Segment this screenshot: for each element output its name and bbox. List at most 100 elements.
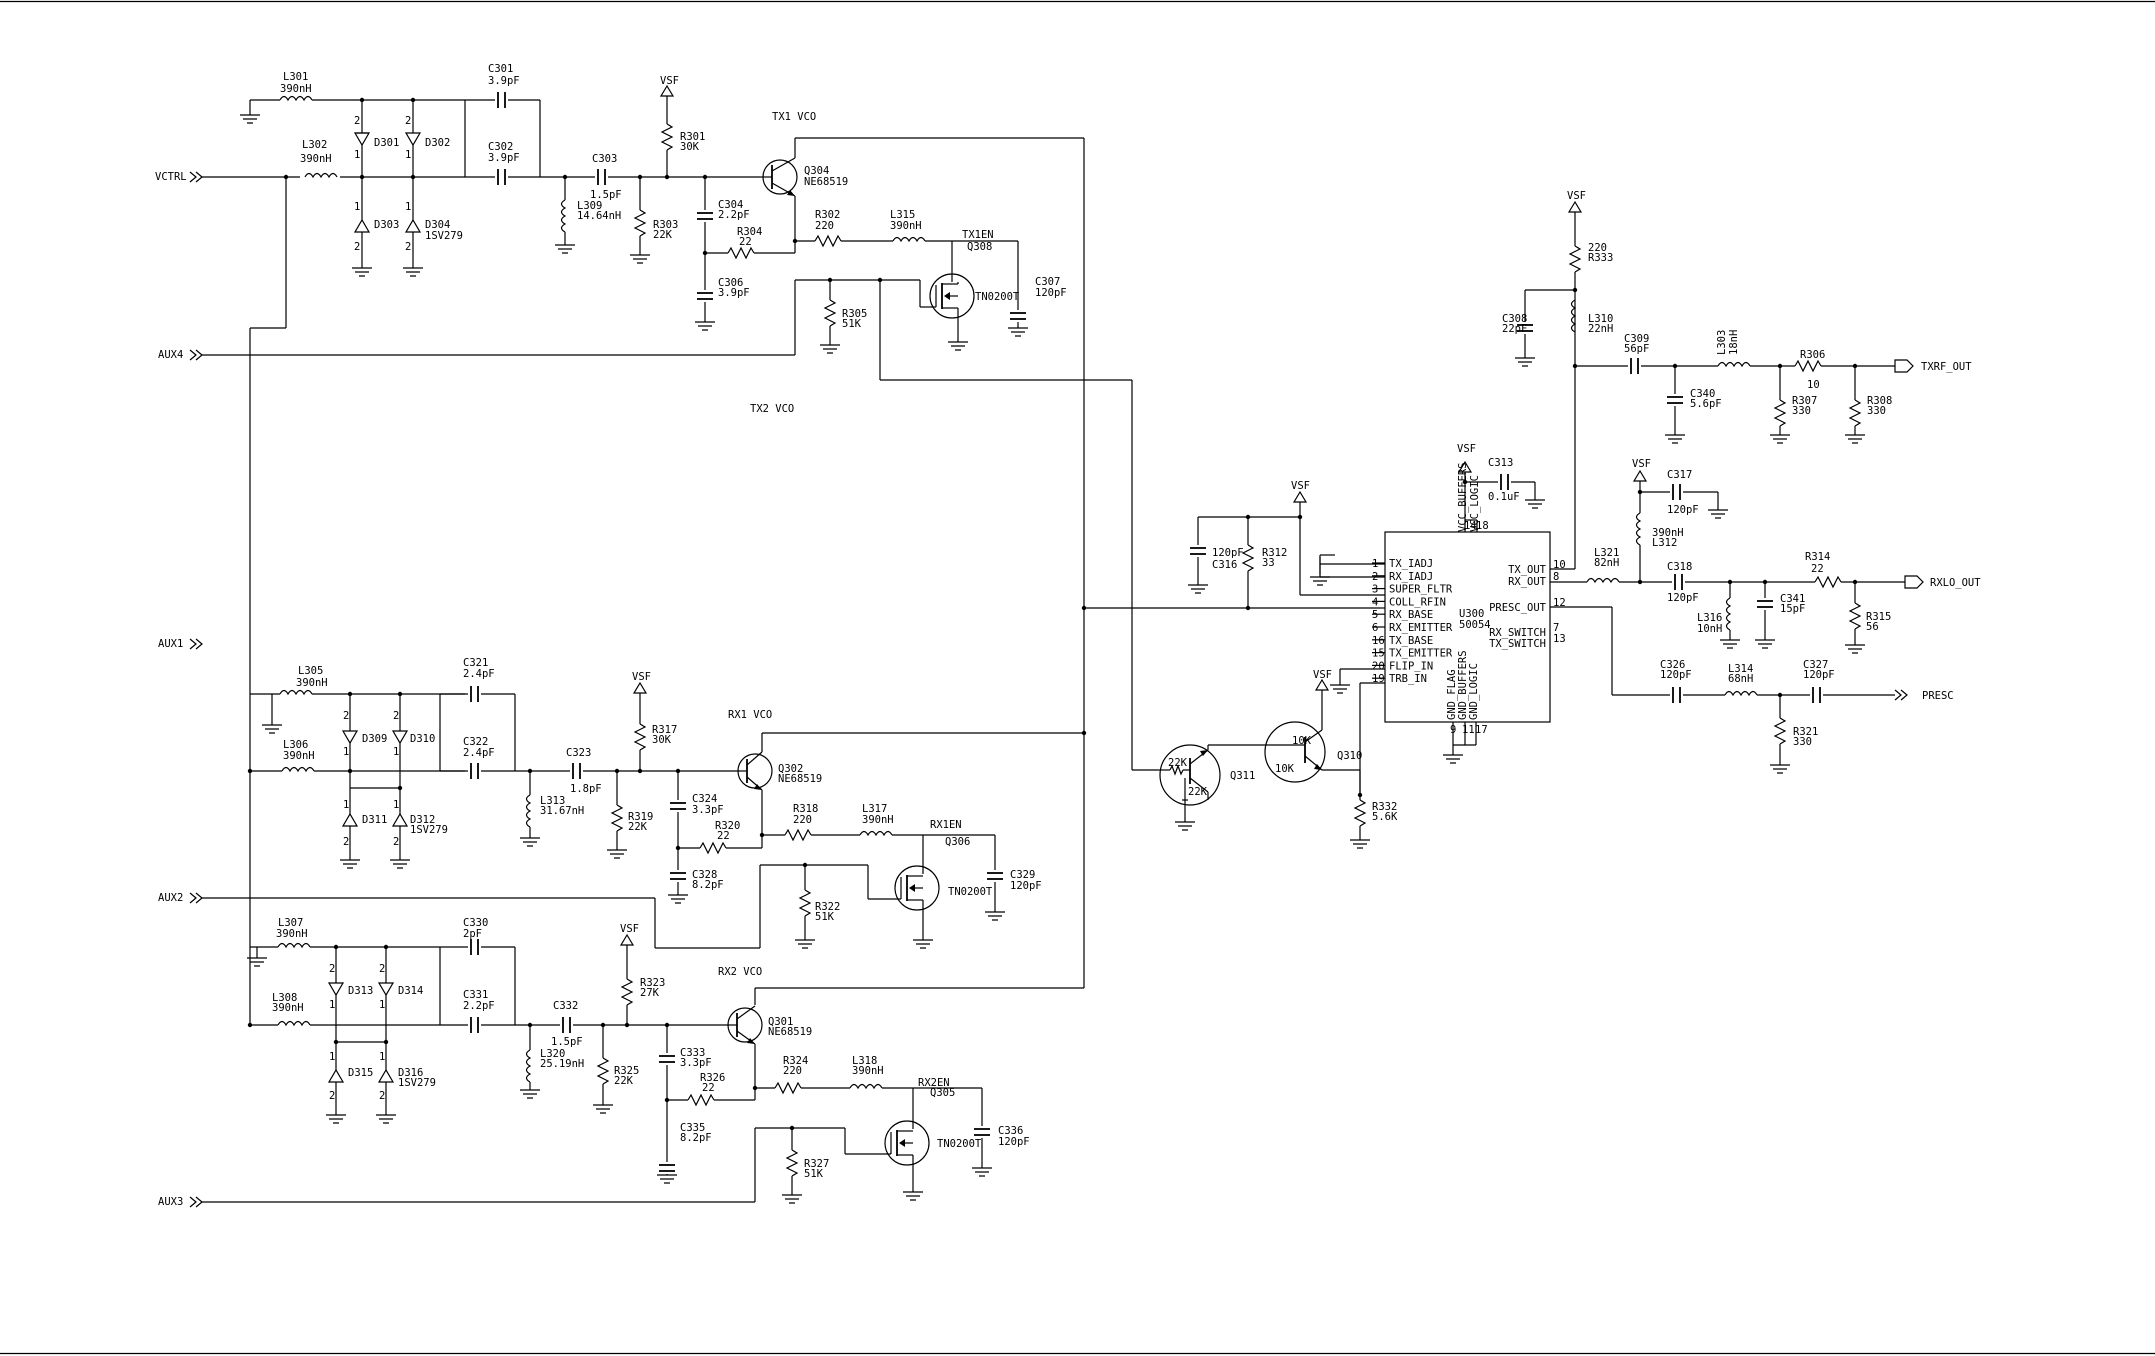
c324-ref: C324 <box>692 793 717 805</box>
u300-pin-vcc-logic: VCC_LOGIC <box>1469 475 1481 532</box>
r318-ref: R318 <box>793 803 818 815</box>
d312-ref: D312 <box>410 814 435 826</box>
c336-ref: C336 <box>998 1125 1023 1137</box>
r312-value: 33 <box>1262 557 1275 569</box>
d304-ref: D304 <box>425 219 450 231</box>
svg-text:1: 1 <box>393 799 399 811</box>
u300-pin-num: 12 <box>1553 597 1566 609</box>
q304-value: NE68519 <box>804 176 848 188</box>
l321-value: 82nH <box>1594 557 1619 569</box>
port-aux2-label: AUX2 <box>158 892 183 904</box>
r302-ref: R302 <box>815 209 840 221</box>
svg-text:1: 1 <box>343 799 349 811</box>
c330-ref: C330 <box>463 917 488 929</box>
c306-value: 3.9pF <box>718 287 750 299</box>
q305-ref: Q305 <box>930 1087 955 1099</box>
r326-value: 22 <box>702 1082 715 1094</box>
l313-ref: L313 <box>540 795 565 807</box>
svg-text:2: 2 <box>354 115 360 127</box>
tx-out-chain: L310 22nH VSF 220 R333 C308 22pF C309 56… <box>1502 190 1972 570</box>
c318-value: 120pF <box>1667 592 1699 604</box>
c313-ref: C313 <box>1488 457 1513 469</box>
svg-text:2: 2 <box>379 1090 385 1102</box>
c332-value: 1.5pF <box>551 1036 583 1048</box>
port-aux1-label: AUX1 <box>158 638 183 650</box>
rx1en-label: RX1EN <box>930 819 962 831</box>
l308-value: 390nH <box>272 1002 304 1014</box>
c323-ref: C323 <box>566 747 591 759</box>
section-title-rx1: RX1 VCO <box>728 709 772 721</box>
r301-value: 30K <box>680 141 700 153</box>
r333-ref: R333 <box>1588 252 1613 264</box>
c316-ref: C316 <box>1212 559 1237 571</box>
c340-ref: C340 <box>1690 388 1715 400</box>
d303-ref: D303 <box>374 219 399 231</box>
port-vctrl-label: VCTRL <box>155 171 187 183</box>
r314-value: 22 <box>1811 563 1824 575</box>
c317-ref: C317 <box>1667 469 1692 481</box>
u300-pin-name: TRB_IN <box>1389 673 1427 685</box>
q301-ref: Q301 <box>768 1016 793 1028</box>
svg-text:2: 2 <box>329 963 335 975</box>
rx1-vco: L305 390nH L306 390nH 21 21 12 12 D309 D… <box>250 657 1042 949</box>
l313-value: 31.67nH <box>540 805 584 817</box>
c301-ref: C301 <box>488 63 513 75</box>
r304-value: 22 <box>739 236 752 248</box>
q310-ref: Q310 <box>1337 750 1362 762</box>
u300-pin14-num: 14 <box>1464 520 1477 532</box>
c332-ref: C332 <box>553 1000 578 1012</box>
vsf-label-tx: VSF <box>1567 190 1586 202</box>
l306-ref: L306 <box>283 739 308 751</box>
c335-value: 8.2pF <box>680 1132 712 1144</box>
r307-ref: R307 <box>1792 395 1817 407</box>
r327-ref: R327 <box>804 1158 829 1170</box>
c326-ref: C326 <box>1660 659 1685 671</box>
r323-ref: R323 <box>640 977 665 989</box>
r315-ref: R315 <box>1866 611 1891 623</box>
l303-ref: L303 <box>1716 330 1728 355</box>
svg-text:1: 1 <box>354 201 360 213</box>
u300-pin-num: 10 <box>1553 559 1566 571</box>
u300-pin-gnd-logic: GND_LOGIC <box>1468 663 1480 720</box>
c322-ref: C322 <box>463 736 488 748</box>
l301-ref: L301 <box>283 71 308 83</box>
q311-r2: 22K <box>1188 786 1208 798</box>
q306-part: TN0200T <box>948 886 993 898</box>
u300-pin-name: RX_EMITTER <box>1389 622 1453 634</box>
c321-value: 2.4pF <box>463 668 495 680</box>
d313-ref: D313 <box>348 985 373 997</box>
vsf-label-rx1: VSF <box>632 671 651 683</box>
l316-value: 10nH <box>1697 623 1722 635</box>
c329-ref: C329 <box>1010 869 1035 881</box>
r315-value: 56 <box>1866 621 1879 633</box>
d312-value: 1SV279 <box>410 824 448 836</box>
c302-ref: C302 <box>488 141 513 153</box>
r326-ref: R326 <box>700 1072 725 1084</box>
u300-pin-name: TX_EMITTER <box>1389 648 1453 660</box>
c327-value: 120pF <box>1803 669 1835 681</box>
c303-ref: C303 <box>592 153 617 165</box>
c328-ref: C328 <box>692 869 717 881</box>
r324-value: 220 <box>783 1065 802 1077</box>
l318-ref: L318 <box>852 1055 877 1067</box>
svg-text:1: 1 <box>343 746 349 758</box>
r327-value: 51K <box>804 1168 824 1180</box>
svg-text:1: 1 <box>329 999 335 1011</box>
r307-value: 330 <box>1792 405 1811 417</box>
l310-value: 22nH <box>1588 323 1613 335</box>
svg-text:1: 1 <box>379 1051 385 1063</box>
l315-ref: L315 <box>890 209 915 221</box>
c322-value: 2.4pF <box>463 747 495 759</box>
port-aux4-label: AUX4 <box>158 349 183 361</box>
u300-pin-name: RX_SWITCH <box>1489 627 1546 639</box>
u300-pin-num: 4 <box>1372 596 1378 608</box>
l309-value: 14.64nH <box>577 210 621 222</box>
tx1en-label: TX1EN <box>962 229 994 241</box>
svg-text:2: 2 <box>405 241 411 253</box>
r325-ref: R325 <box>614 1065 639 1077</box>
u300-pin-name: RX_IADJ <box>1389 571 1433 583</box>
svg-text:2: 2 <box>379 963 385 975</box>
c330-value: 2pF <box>463 928 482 940</box>
